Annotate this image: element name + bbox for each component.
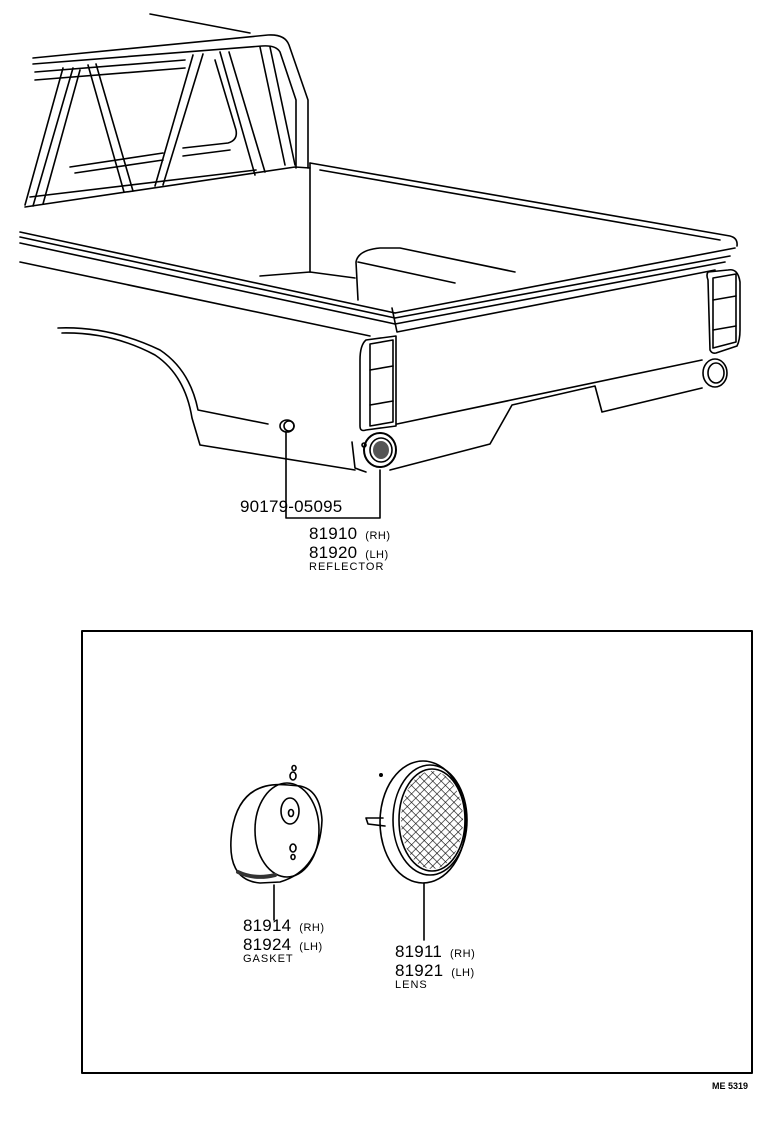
gasket-part-icon bbox=[230, 764, 323, 921]
callout-lens: 81911 (RH) 81921 (LH) LENS bbox=[395, 943, 475, 991]
part-number: 90179-05095 bbox=[240, 497, 343, 516]
part-number-rh: 81911 bbox=[395, 942, 443, 961]
side-rh: (RH) bbox=[450, 948, 476, 960]
part-number-lh: 81924 bbox=[243, 935, 292, 954]
part-name: LENS bbox=[395, 979, 428, 991]
side-lh: (LH) bbox=[451, 967, 475, 979]
part-name: GASKET bbox=[243, 953, 294, 965]
clip-part-icon bbox=[279, 419, 381, 519]
part-number-rh: 81910 bbox=[309, 524, 358, 543]
lens-part-icon bbox=[365, 760, 468, 941]
side-rh: (RH) bbox=[299, 922, 325, 934]
bed-outline bbox=[19, 162, 741, 473]
cab-outline bbox=[24, 13, 311, 208]
callout-gasket: 81914 (RH) 81924 (LH) GASKET bbox=[243, 917, 325, 965]
figure-code: ME 5319 bbox=[712, 1081, 749, 1091]
part-number-rh: 81914 bbox=[243, 916, 292, 935]
part-number-lh: 81921 bbox=[395, 961, 444, 980]
reflector-part-icon bbox=[361, 432, 397, 468]
detail-frame bbox=[81, 630, 753, 1074]
part-name: REFLECTOR bbox=[309, 561, 385, 573]
side-rh: (RH) bbox=[365, 530, 391, 542]
part-number-lh: 81920 bbox=[309, 543, 358, 562]
callout-reflector: 81910 (RH) 81920 (LH) REFLECTOR bbox=[309, 525, 391, 573]
callout-90179-05095: 90179-05095 bbox=[240, 498, 342, 516]
side-lh: (LH) bbox=[365, 549, 389, 561]
side-lh: (LH) bbox=[299, 941, 323, 953]
